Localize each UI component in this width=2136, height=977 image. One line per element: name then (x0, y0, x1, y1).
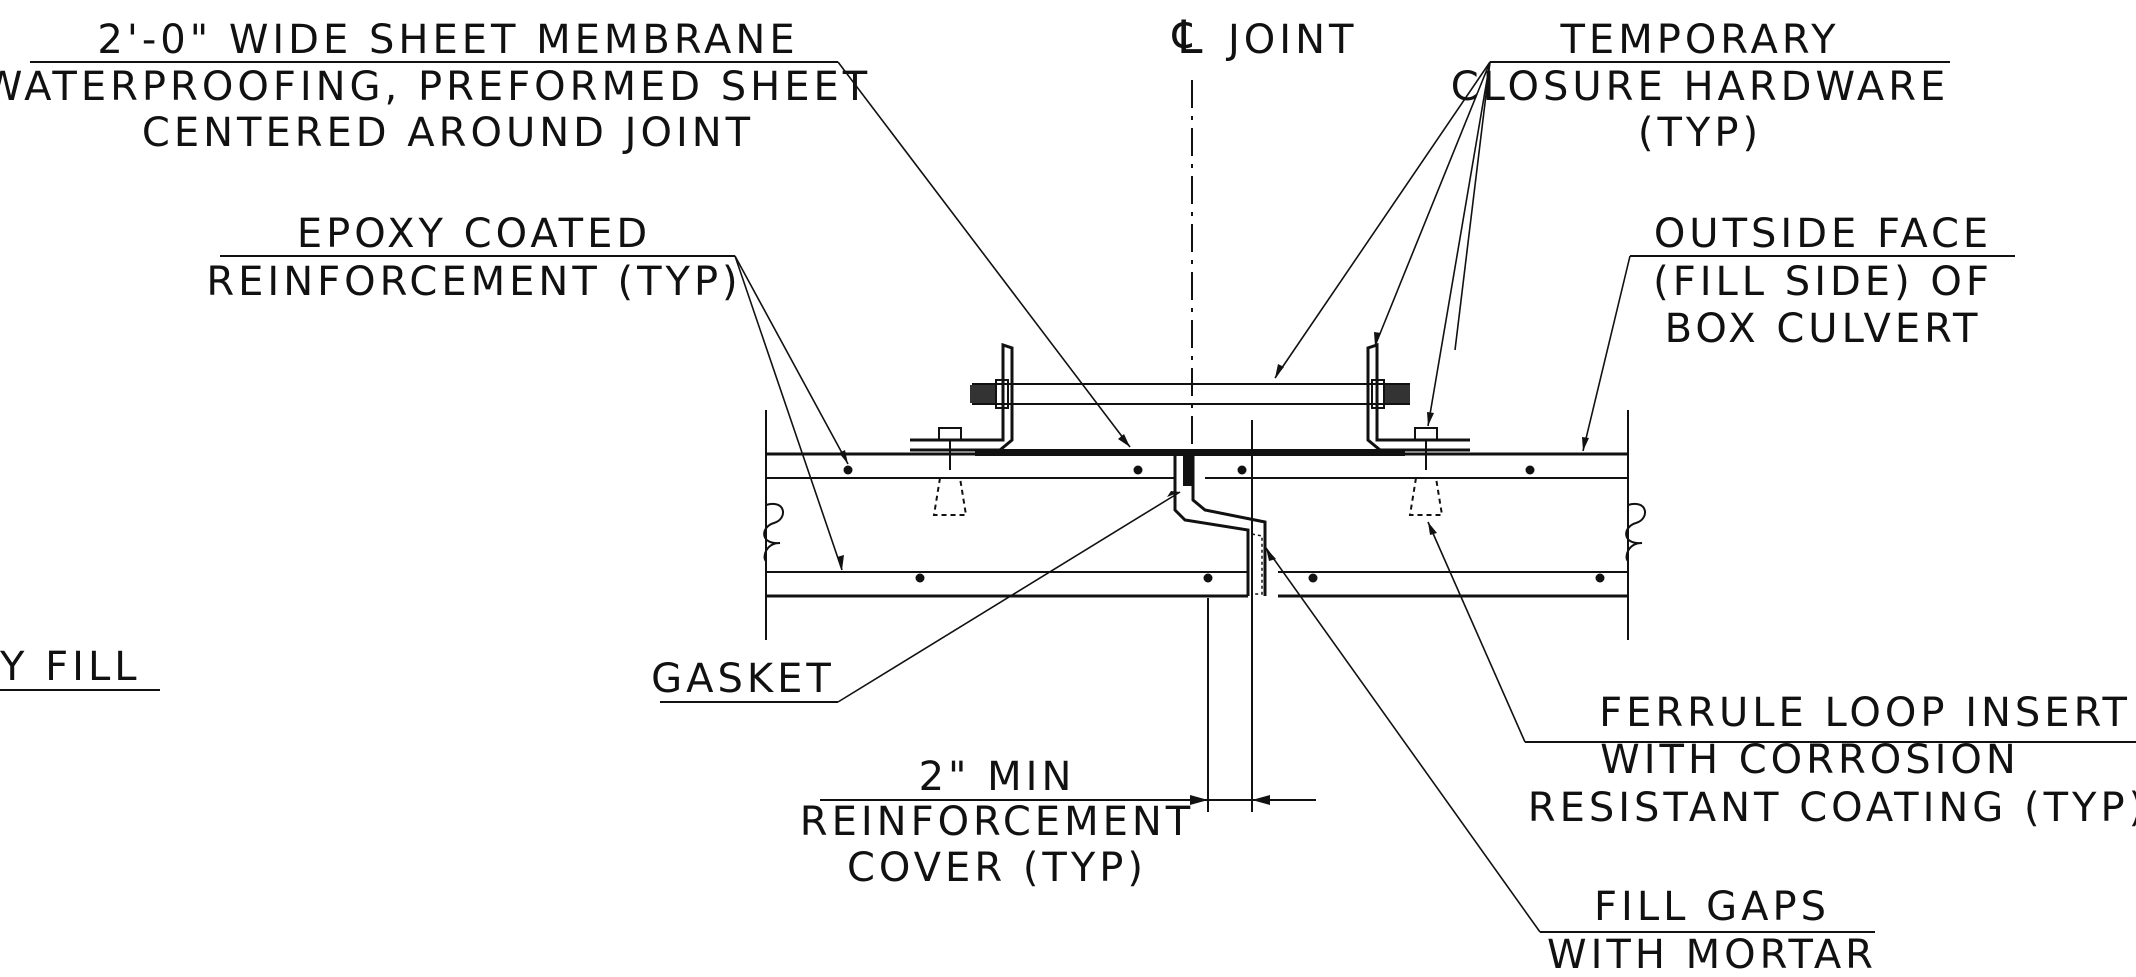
joint-profile (1173, 454, 1267, 596)
membrane-label: 2'-0" WIDE SHEET MEMBRANE WATERPROOFING,… (0, 17, 871, 156)
closure-label-line2: CLOSURE HARDWARE (1451, 64, 1950, 110)
epoxy-label-line2: REINFORCEMENT (TYP) (206, 259, 741, 305)
ferrule-insert-label: FERRULE LOOP INSERT WITH CORROSION RESIS… (1525, 690, 2136, 831)
closure-label-line3: (TYP) (1638, 110, 1762, 156)
gasket-text: GASKET (651, 656, 835, 702)
mortar-fill (1251, 533, 1263, 595)
fill-gaps-label: FILL GAPS WITH MORTAR (1540, 884, 1877, 977)
epoxy-reinforcement-label: EPOXY COATED REINFORCEMENT (TYP) (206, 211, 741, 305)
ferrule-label-line3: RESISTANT COATING (TYP) (1528, 785, 2136, 831)
centerline-symbol: ℄ (1172, 10, 1203, 64)
fill-partial-text: Y FILL (0, 644, 141, 690)
gasket-label: GASKET (651, 656, 838, 703)
mortar-label-line2: WITH MORTAR (1547, 932, 1877, 977)
reinforcement-cover-label: 2" MIN REINFORCEMENT COVER (TYP) (800, 754, 1194, 891)
outside-label-line3: BOX CULVERT (1665, 306, 1982, 352)
closure-hardware (910, 342, 1470, 516)
outside-label-line1: OUTSIDE FACE (1654, 211, 1992, 257)
leader-lines (734, 61, 1631, 933)
mortar-label-line1: FILL GAPS (1594, 884, 1830, 930)
rebar-dots (843, 465, 1605, 583)
culvert-slab-section (763, 410, 1646, 640)
membrane-label-line3: CENTERED AROUND JOINT (142, 110, 754, 156)
centerline-joint-label: ℄ JOINT (1172, 10, 1357, 64)
arrowheads (837, 332, 1589, 570)
outside-face-label: OUTSIDE FACE (FILL SIDE) OF BOX CULVERT (1630, 211, 2015, 352)
cover-label-line3: COVER (TYP) (847, 845, 1147, 891)
closure-label-line1: TEMPORARY (1559, 17, 1839, 63)
cover-label-line1: 2" MIN (919, 754, 1076, 800)
closure-hardware-label: TEMPORARY CLOSURE HARDWARE (TYP) (1451, 17, 1950, 156)
cover-label-line2: REINFORCEMENT (800, 799, 1194, 845)
outside-label-line2: (FILL SIDE) OF (1653, 259, 1993, 305)
fill-partial-label: Y FILL (0, 644, 160, 691)
ferrule-label-line2: WITH CORROSION (1600, 737, 2020, 783)
sheet-membrane (975, 449, 1405, 456)
epoxy-label-line1: EPOXY COATED (297, 211, 651, 257)
membrane-label-line2: WATERPROOFING, PREFORMED SHEET (0, 64, 871, 110)
centerline-joint-text: JOINT (1225, 17, 1357, 63)
gasket (1183, 456, 1192, 486)
ferrule-label-line1: FERRULE LOOP INSERT (1599, 690, 2131, 736)
membrane-label-line1: 2'-0" WIDE SHEET MEMBRANE (97, 17, 798, 63)
